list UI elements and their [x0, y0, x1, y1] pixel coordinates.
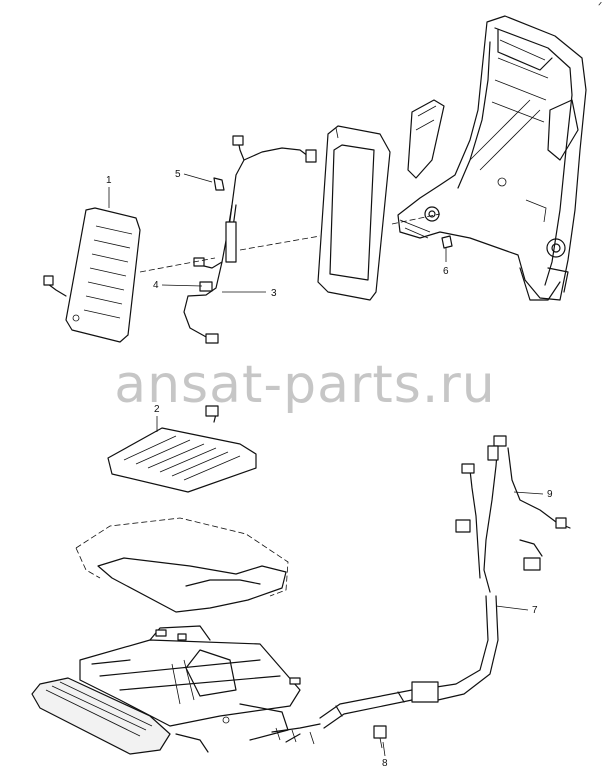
callout-5: 5: [175, 169, 213, 183]
svg-text:9: 9: [547, 489, 553, 500]
callout-1: 1: [106, 175, 112, 208]
backrest-wiring-harness: [183, 135, 317, 344]
callout-9: 9: [513, 489, 553, 500]
seat-wiring-harness: [271, 435, 571, 749]
callout-6: 6: [443, 248, 449, 277]
svg-text:3: 3: [271, 288, 277, 299]
callout-8: 8: [382, 741, 388, 769]
svg-text:1: 1: [106, 175, 112, 186]
seat-back-frame: [397, 15, 587, 301]
callout-3: 3: [222, 288, 277, 299]
svg-text:6: 6: [443, 266, 449, 277]
assembly-guide-line: [139, 213, 441, 273]
svg-text:5: 5: [175, 169, 181, 180]
backrest-heater-mat: [43, 207, 141, 343]
svg-text:2: 2: [154, 404, 160, 415]
watermark-text: ansat-parts.ru: [114, 355, 496, 415]
svg-text:8: 8: [382, 758, 388, 769]
seat-heater-mat: [107, 405, 257, 493]
seat-base-frame: [31, 625, 301, 755]
corner-mark: ᐟ: [598, 1, 602, 12]
back-cushion-pad: [317, 125, 391, 301]
svg-text:7: 7: [532, 605, 538, 616]
callout-7: 7: [495, 605, 538, 616]
seat-cushion: [75, 517, 289, 613]
svg-text:4: 4: [153, 280, 159, 291]
callout-2: 2: [154, 404, 160, 432]
callout-4: 4: [153, 280, 203, 291]
